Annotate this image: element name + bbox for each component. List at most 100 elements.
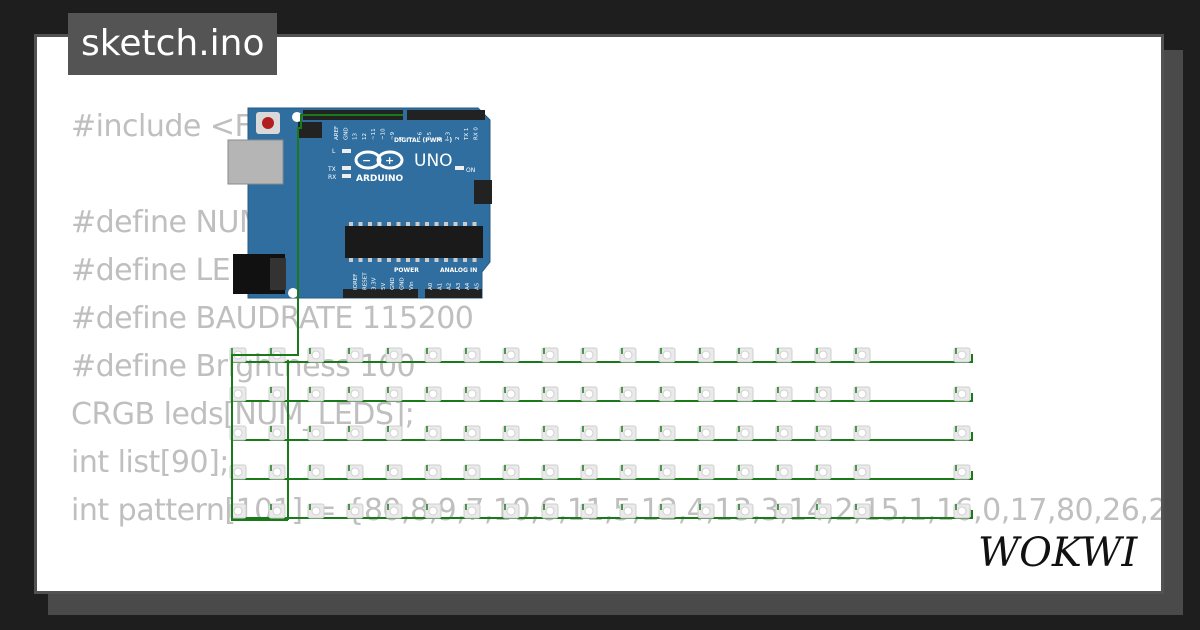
ws2812-led[interactable] (463, 386, 481, 402)
pin-label: AREF (334, 126, 340, 140)
ws2812-led[interactable] (953, 464, 971, 480)
pin-label: A5 (475, 282, 481, 290)
ws2812-led[interactable] (541, 425, 559, 441)
ws2812-led[interactable] (502, 425, 520, 441)
ws2812-led[interactable] (619, 386, 637, 402)
ws2812-led[interactable] (541, 464, 559, 480)
ws2812-led[interactable] (814, 386, 832, 402)
ws2812-led[interactable] (853, 503, 871, 519)
ws2812-led[interactable] (619, 425, 637, 441)
ws2812-led[interactable] (619, 503, 637, 519)
ws2812-led[interactable] (385, 347, 403, 363)
ws2812-led[interactable] (307, 386, 325, 402)
ws2812-led[interactable] (268, 464, 286, 480)
ws2812-led[interactable] (736, 464, 754, 480)
ws2812-led[interactable] (953, 503, 971, 519)
ws2812-led[interactable] (385, 425, 403, 441)
ws2812-led[interactable] (658, 464, 676, 480)
ws2812-led[interactable] (697, 503, 715, 519)
ws2812-led[interactable] (463, 503, 481, 519)
l-led-icon (342, 149, 351, 153)
ws2812-led[interactable] (697, 347, 715, 363)
ws2812-led[interactable] (541, 386, 559, 402)
ws2812-led[interactable] (658, 425, 676, 441)
ws2812-led[interactable] (463, 464, 481, 480)
ws2812-led[interactable] (619, 347, 637, 363)
ws2812-led[interactable] (502, 503, 520, 519)
ws2812-led[interactable] (853, 386, 871, 402)
ws2812-led[interactable] (853, 464, 871, 480)
ws2812-led[interactable] (541, 503, 559, 519)
ws2812-led[interactable] (307, 425, 325, 441)
ws2812-led[interactable] (953, 386, 971, 402)
led-matrix (229, 347, 973, 519)
ws2812-led[interactable] (580, 464, 598, 480)
ws2812-led[interactable] (814, 347, 832, 363)
pin-label: 13 (353, 133, 359, 140)
ws2812-led[interactable] (424, 425, 442, 441)
ws2812-led[interactable] (814, 464, 832, 480)
ws2812-led[interactable] (736, 503, 754, 519)
ws2812-led[interactable] (307, 503, 325, 519)
ws2812-led[interactable] (268, 425, 286, 441)
pin-label: Vin (409, 281, 415, 290)
ws2812-led[interactable] (385, 464, 403, 480)
ws2812-led[interactable] (424, 464, 442, 480)
ws2812-led[interactable] (814, 425, 832, 441)
ws2812-led[interactable] (346, 464, 364, 480)
tx-led-icon (342, 166, 351, 170)
ws2812-led[interactable] (502, 347, 520, 363)
analog-label: ANALOG IN (440, 267, 477, 274)
ws2812-led[interactable] (775, 503, 793, 519)
ws2812-led[interactable] (775, 347, 793, 363)
ws2812-led[interactable] (580, 425, 598, 441)
ws2812-led[interactable] (346, 503, 364, 519)
ws2812-led[interactable] (346, 347, 364, 363)
ws2812-led[interactable] (229, 386, 247, 402)
on-led-icon (455, 166, 464, 170)
ws2812-led[interactable] (814, 503, 832, 519)
arduino-uno-board[interactable]: − + UNO ARDUINO DIGITAL (PWM ~) POWER AN… (227, 107, 492, 299)
ws2812-led[interactable] (775, 425, 793, 441)
ws2812-led[interactable] (346, 425, 364, 441)
ws2812-led[interactable] (307, 347, 325, 363)
ws2812-led[interactable] (953, 425, 971, 441)
ws2812-led[interactable] (619, 464, 637, 480)
ws2812-led[interactable] (580, 386, 598, 402)
ws2812-led[interactable] (853, 347, 871, 363)
rx-label: RX (328, 174, 336, 181)
ws2812-led[interactable] (775, 464, 793, 480)
ws2812-led[interactable] (346, 386, 364, 402)
ws2812-led[interactable] (502, 464, 520, 480)
ws2812-led[interactable] (580, 503, 598, 519)
wokwi-logo: WOKWI (978, 530, 1138, 576)
ws2812-led[interactable] (658, 386, 676, 402)
ws2812-led[interactable] (658, 347, 676, 363)
power-header (343, 289, 418, 298)
ws2812-led[interactable] (697, 425, 715, 441)
ws2812-led[interactable] (268, 386, 286, 402)
ws2812-led[interactable] (424, 386, 442, 402)
ws2812-led[interactable] (580, 347, 598, 363)
ws2812-led[interactable] (502, 386, 520, 402)
ws2812-led[interactable] (385, 503, 403, 519)
ws2812-led[interactable] (658, 503, 676, 519)
ws2812-led[interactable] (463, 347, 481, 363)
file-name-tab[interactable]: sketch.ino (68, 13, 278, 75)
ws2812-led[interactable] (953, 347, 971, 363)
ws2812-led[interactable] (736, 425, 754, 441)
ws2812-led[interactable] (697, 386, 715, 402)
ws2812-led[interactable] (424, 503, 442, 519)
ws2812-led[interactable] (268, 503, 286, 519)
ws2812-led[interactable] (736, 347, 754, 363)
ws2812-led[interactable] (736, 386, 754, 402)
ws2812-led[interactable] (463, 425, 481, 441)
ws2812-led[interactable] (697, 464, 715, 480)
ws2812-led[interactable] (775, 386, 793, 402)
ws2812-led[interactable] (424, 347, 442, 363)
ws2812-led[interactable] (307, 464, 325, 480)
ws2812-led[interactable] (853, 425, 871, 441)
ws2812-led[interactable] (385, 386, 403, 402)
ws2812-led[interactable] (541, 347, 559, 363)
